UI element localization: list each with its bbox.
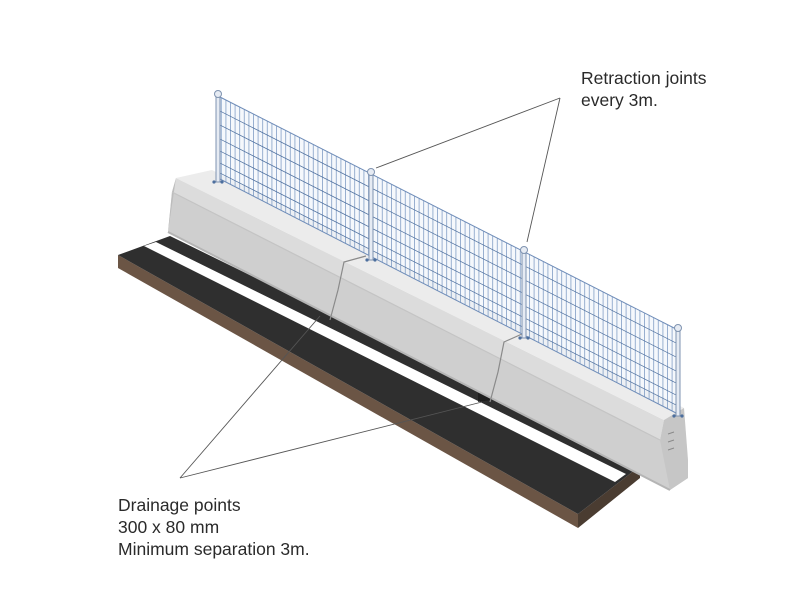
concrete-barrier [167,170,688,491]
fence-horizontal-wires [218,109,678,407]
asphalt-edge [118,255,578,528]
fence-post-cap-3 [520,246,528,254]
drainage-leader-2 [179,401,483,479]
drainage-label-line-3: Minimum separation 3m. [118,539,310,559]
barrier-end-cap [660,408,688,490]
barrier-top [176,170,684,420]
fence-post-4 [675,327,681,417]
end-cap-mark-1 [667,431,675,435]
barrier-front-upper [172,178,664,440]
retraction-joint-1 [329,255,367,321]
drainage-points-label: Drainage points 300 x 80 mm Minimum sepa… [118,494,310,560]
asphalt-road [118,236,640,528]
asphalt-surface [118,236,640,514]
fence-top-rail [217,95,679,331]
drainage-label-line-2: 300 x 80 mm [118,517,220,537]
fence-post-3 [521,249,527,339]
barrier-slope-line [171,191,661,441]
end-cap-mark-2 [667,439,675,443]
road-marking [144,242,626,482]
end-cap-mark-3 [667,447,675,451]
retraction-label-line-1: Retraction joints [581,68,707,88]
barrier-foot-line [167,231,671,491]
fence-post-cap-4 [674,324,682,332]
fence-clamps [212,180,684,418]
drainage-label-line-1: Drainage points [118,495,241,515]
fence-post-cap-1 [214,90,222,98]
fence-post-1 [215,93,221,183]
fence-post-cap-2 [367,168,375,176]
retraction-joint-2 [489,333,523,403]
retraction-joints-label: Retraction joints every 3m. [581,67,706,111]
fence-posts [214,90,682,417]
fence-bottom-rail [217,177,679,415]
asphalt-edge-front [578,466,640,528]
retraction-label-line-2: every 3m. [581,90,658,110]
barrier-front-lower [168,192,688,490]
fence-post-2 [368,171,374,261]
drainage-leader-1 [179,315,321,479]
barrier-left-end [168,178,176,232]
leader-lines [179,97,561,479]
retraction-leader-1 [375,97,561,169]
retraction-leader-2 [526,97,561,243]
